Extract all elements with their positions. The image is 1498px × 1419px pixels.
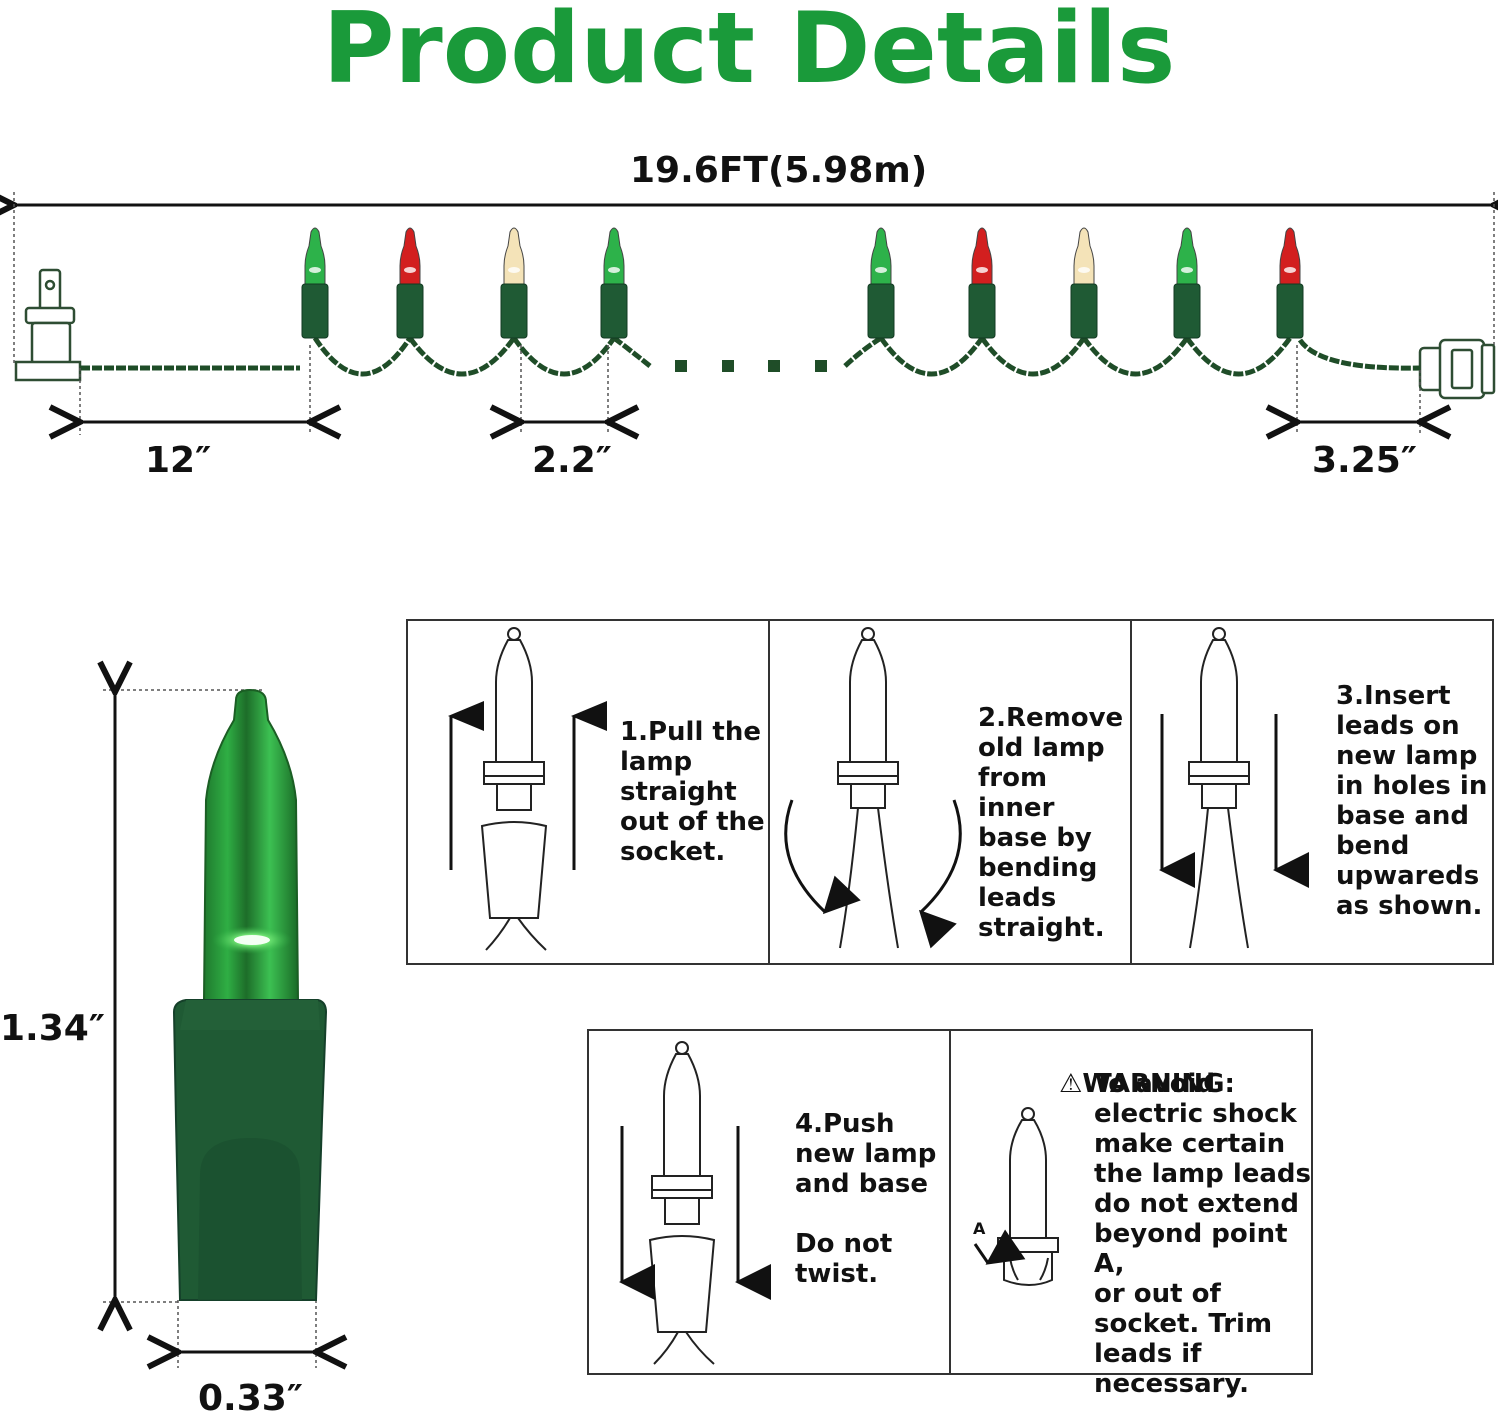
string-bulb <box>968 227 996 339</box>
string-bulb <box>1173 227 1201 339</box>
bulb-socket <box>172 999 328 1301</box>
step-panel-1: 1.Pull the lamp straight out of the sock… <box>406 619 770 965</box>
string-bulb <box>867 227 895 339</box>
continuation-dots <box>675 360 827 372</box>
string-bulb <box>396 227 424 339</box>
warning-triangle-icon: ⚠ <box>1059 1069 1083 1099</box>
wire <box>80 335 1421 377</box>
step-2-text: 2.Remove old lamp from inner base by ben… <box>978 703 1124 943</box>
lead-in-label: 12″ <box>145 440 212 481</box>
bulb-height-label: 1.34″ <box>0 1008 105 1049</box>
female-plug-icon <box>1418 338 1496 400</box>
total-length-label: 19.6FT(5.98m) <box>630 150 928 191</box>
string-bulb <box>600 227 628 339</box>
step-3-text: 3.Insert leads on new lamp in holes in b… <box>1336 681 1488 921</box>
string-bulb <box>1276 227 1304 339</box>
bulbs <box>301 227 1304 339</box>
step-1-text: 1.Pull the lamp straight out of the sock… <box>620 717 765 867</box>
lead-out-label: 3.25″ <box>1312 440 1417 481</box>
point-a-label: A <box>973 1219 986 1238</box>
page-title: Product Details <box>322 0 1176 106</box>
string-bulb <box>500 227 528 339</box>
warning-heading: ⚠WARNING: <box>1059 1069 1235 1099</box>
bulb-spacing-label: 2.2″ <box>532 440 612 481</box>
step-panel-3: 3.Insert leads on new lamp in holes in b… <box>1130 619 1494 965</box>
string-bulb <box>301 227 329 339</box>
warning-text: To avoid electric shock make certain the… <box>1094 1069 1312 1399</box>
light-string-diagram <box>0 0 1498 520</box>
step-panel-2: 2.Remove old lamp from inner base by ben… <box>768 619 1132 965</box>
step-panel-4: 4.Push new lamp and base Do not twist. <box>587 1029 951 1375</box>
string-bulb <box>1070 227 1098 339</box>
step-4-text: 4.Push new lamp and base Do not twist. <box>795 1109 937 1289</box>
bulb-width-label: 0.33″ <box>198 1378 303 1419</box>
bulb-glass <box>202 688 300 1001</box>
warning-panel: ⚠WARNING: To avoid electric shock make c… <box>949 1029 1313 1399</box>
male-plug-icon <box>14 268 82 382</box>
